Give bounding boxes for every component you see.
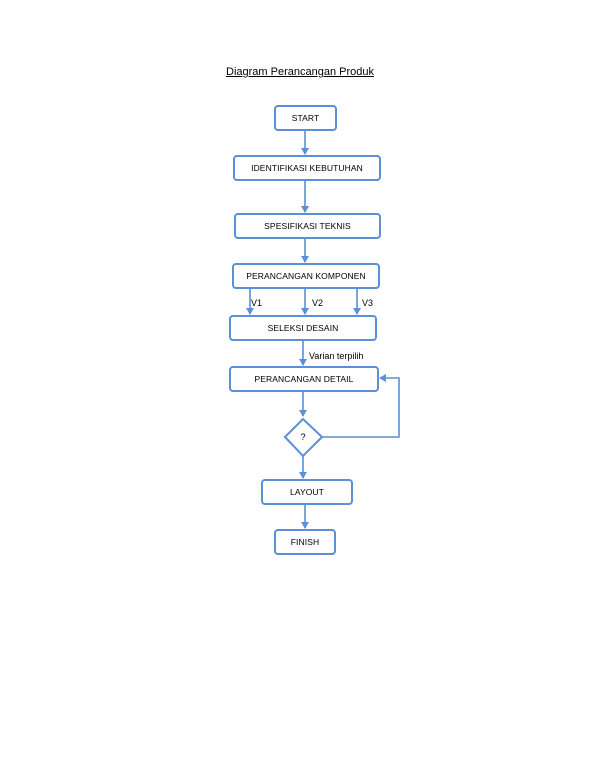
edge-label-v3: V3 <box>362 298 374 308</box>
edge-label-varian-terpilih: Varian terpilih <box>309 351 364 361</box>
arrow-decision-loop-back <box>322 374 400 438</box>
decision-diamond <box>283 417 324 458</box>
diagram-title: Diagram Perancangan Produk <box>226 66 374 78</box>
node-perancangan-detail: PERANCANGAN DETAIL <box>229 366 379 392</box>
decision-label: ? <box>300 432 306 442</box>
edge-label-v1: V1 <box>251 298 263 308</box>
node-identifikasi-kebutuhan: IDENTIFIKASI KEBUTUHAN <box>233 155 381 181</box>
node-perancangan-komponen: PERANCANGAN KOMPONEN <box>232 263 380 289</box>
edge-label-v2: V2 <box>312 298 324 308</box>
node-spesifikasi-teknis: SPESIFIKASI TEKNIS <box>234 213 381 239</box>
node-seleksi-desain: SELEKSI DESAIN <box>229 315 377 341</box>
node-start: START <box>274 105 337 131</box>
node-finish: FINISH <box>274 529 336 555</box>
node-layout: LAYOUT <box>261 479 353 505</box>
